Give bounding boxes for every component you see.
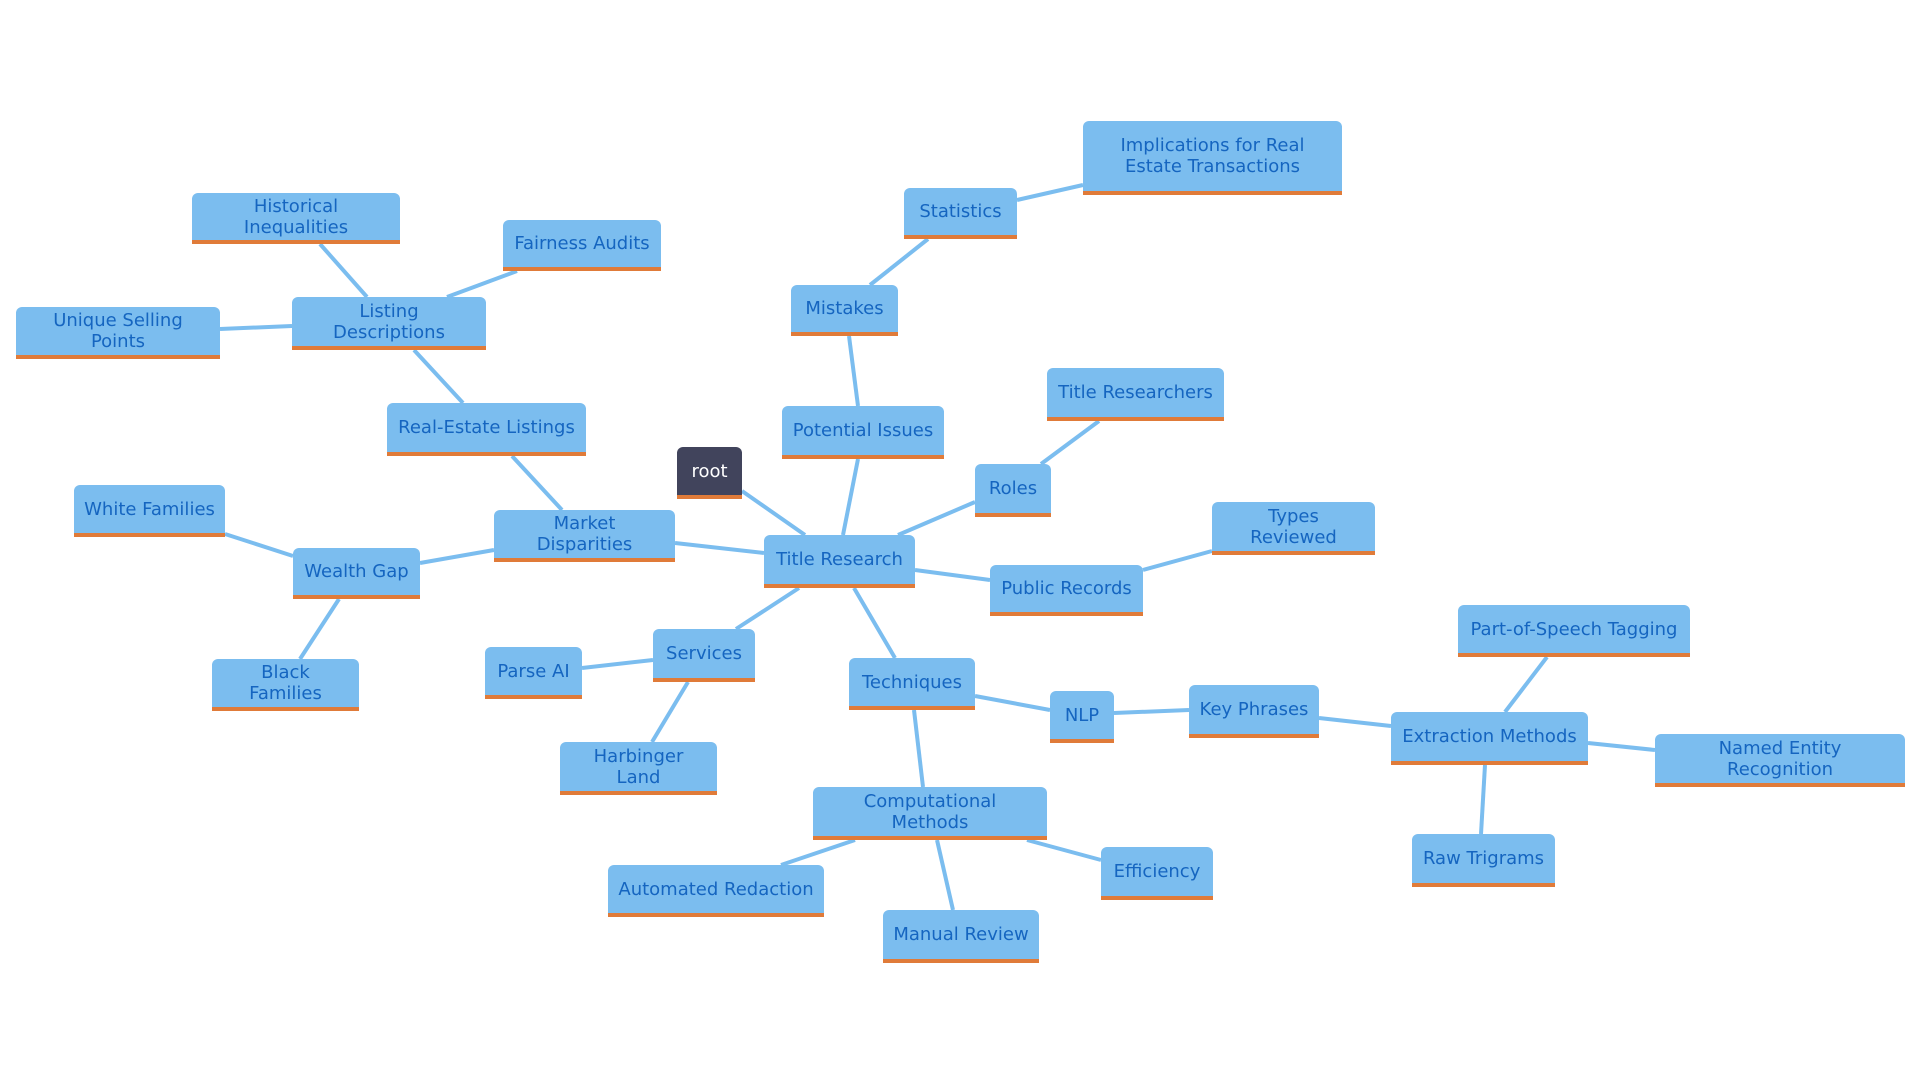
node-title-research[interactable]: Title Research: [764, 535, 915, 588]
node-label: Named Entity Recognition: [1718, 737, 1842, 780]
node-manual-review[interactable]: Manual Review: [883, 910, 1039, 963]
node-label: Market Disparities: [536, 513, 633, 555]
edge-market-disparities-to-wealth-gap: [419, 548, 495, 565]
node-white-families[interactable]: White Families: [74, 485, 225, 537]
node-pos-tagging[interactable]: Part-of-Speech Tagging: [1458, 605, 1690, 657]
edge-title-research-to-public-records: [914, 568, 991, 582]
edge-key-phrases-to-extraction-methods: [1318, 716, 1392, 728]
edge-real-estate-listings-to-listing-descriptions: [412, 348, 465, 405]
node-potential-issues[interactable]: Potential Issues: [782, 406, 944, 459]
node-label: Mistakes: [805, 298, 884, 319]
node-statistics[interactable]: Statistics: [904, 188, 1017, 239]
node-label: Extraction Methods: [1402, 726, 1577, 747]
node-label: Statistics: [919, 201, 1002, 222]
node-label: Key Phrases: [1199, 699, 1309, 720]
edge-computational-methods-to-manual-review: [935, 839, 955, 911]
edge-extraction-methods-to-pos-tagging: [1503, 655, 1549, 714]
node-real-estate-listings[interactable]: Real-Estate Listings: [387, 403, 586, 456]
node-unique-selling-points[interactable]: Unique Selling Points: [16, 307, 220, 359]
node-harbinger-land[interactable]: Harbinger Land: [560, 742, 717, 795]
edge-title-research-to-services: [734, 586, 801, 631]
node-label: Listing Descriptions: [333, 300, 445, 343]
node-types-reviewed[interactable]: Types Reviewed: [1212, 502, 1375, 555]
node-ner[interactable]: Named Entity Recognition: [1655, 734, 1905, 787]
node-label: Computational Methods: [863, 790, 997, 833]
node-key-phrases[interactable]: Key Phrases: [1189, 685, 1319, 738]
node-label: Raw Trigrams: [1422, 848, 1545, 869]
edge-root-to-title-research: [740, 489, 807, 537]
edge-wealth-gap-to-white-families: [224, 532, 294, 558]
node-label: Potential Issues: [792, 420, 934, 441]
node-label: Manual Review: [893, 924, 1029, 945]
node-root[interactable]: root: [677, 447, 742, 499]
edge-title-research-to-market-disparities: [674, 541, 765, 555]
edge-potential-issues-to-mistakes: [847, 335, 860, 407]
edge-wealth-gap-to-black-families: [298, 597, 341, 661]
node-label: Techniques: [861, 671, 962, 693]
node-label: White Families: [84, 498, 215, 520]
edge-nlp-to-key-phrases: [1113, 708, 1190, 715]
edge-techniques-to-nlp: [974, 694, 1051, 712]
node-mistakes[interactable]: Mistakes: [791, 285, 898, 336]
node-automated-redaction[interactable]: Automated Redaction: [608, 865, 824, 917]
edge-market-disparities-to-real-estate-listings: [510, 454, 564, 512]
node-title-researchers[interactable]: Title Researchers: [1047, 368, 1224, 421]
node-label: root: [691, 460, 728, 482]
node-label: Services: [666, 643, 742, 664]
node-label: NLP: [1064, 704, 1100, 726]
edge-title-research-to-roles: [897, 500, 976, 537]
edge-listing-descriptions-to-fairness-audits: [446, 269, 518, 299]
node-historical-inequalities[interactable]: Historical Inequalities: [192, 193, 400, 244]
edge-extraction-methods-to-raw-trigrams: [1479, 764, 1487, 835]
node-label: Parse AI: [497, 660, 570, 682]
node-label: Efficiency: [1113, 861, 1201, 882]
edge-computational-methods-to-efficiency: [1026, 838, 1102, 862]
edge-extraction-methods-to-ner: [1587, 741, 1656, 752]
node-label: Implications for Real Estate Transaction…: [1120, 135, 1305, 177]
edge-public-records-to-types-reviewed: [1142, 549, 1213, 572]
edge-services-to-parse-ai: [581, 658, 654, 670]
node-implications[interactable]: Implications for Real Estate Transaction…: [1083, 121, 1342, 195]
node-label: Unique Selling Points: [53, 310, 183, 352]
node-label: Title Research: [776, 549, 903, 570]
node-efficiency[interactable]: Efficiency: [1101, 847, 1213, 900]
node-label: Title Researchers: [1058, 382, 1213, 403]
edge-title-research-to-techniques: [852, 586, 897, 660]
node-label: Harbinger Land: [593, 745, 684, 788]
node-services[interactable]: Services: [653, 629, 755, 682]
node-label: Types Reviewed: [1250, 505, 1337, 548]
node-wealth-gap[interactable]: Wealth Gap: [293, 548, 420, 599]
edge-roles-to-title-researchers: [1039, 419, 1101, 466]
edge-mistakes-to-statistics: [868, 237, 930, 287]
node-label: Public Records: [1001, 578, 1132, 599]
node-parse-ai[interactable]: Parse AI: [485, 647, 582, 699]
node-listing-descriptions[interactable]: Listing Descriptions: [292, 297, 486, 350]
node-public-records[interactable]: Public Records: [990, 565, 1143, 616]
node-label: Historical Inequalities: [243, 195, 349, 238]
node-label: Roles: [988, 478, 1038, 499]
node-label: Part-of-Speech Tagging: [1470, 618, 1678, 640]
node-label: Fairness Audits: [514, 233, 650, 254]
node-techniques[interactable]: Techniques: [849, 658, 975, 710]
node-raw-trigrams[interactable]: Raw Trigrams: [1412, 834, 1555, 887]
node-black-families[interactable]: Black Families: [212, 659, 359, 711]
node-label: Automated Redaction: [618, 878, 814, 900]
edge-techniques-to-computational-methods: [912, 709, 925, 788]
node-market-disparities[interactable]: Market Disparities: [494, 510, 675, 562]
edge-statistics-to-implications: [1016, 183, 1084, 202]
edge-title-research-to-potential-issues: [841, 458, 860, 536]
node-computational-methods[interactable]: Computational Methods: [813, 787, 1047, 840]
node-fairness-audits[interactable]: Fairness Audits: [503, 220, 661, 271]
edge-listing-descriptions-to-historical-inequalities: [318, 242, 369, 299]
edge-computational-methods-to-automated-redaction: [780, 838, 856, 867]
node-label: Black Families: [249, 662, 322, 704]
node-roles[interactable]: Roles: [975, 464, 1051, 517]
edge-listing-descriptions-to-unique-selling-points: [219, 324, 293, 331]
node-label: Real-Estate Listings: [398, 417, 575, 438]
node-label: Wealth Gap: [304, 561, 409, 582]
node-extraction-methods[interactable]: Extraction Methods: [1391, 712, 1588, 765]
edge-services-to-harbinger-land: [650, 680, 690, 744]
node-nlp[interactable]: NLP: [1050, 691, 1114, 743]
